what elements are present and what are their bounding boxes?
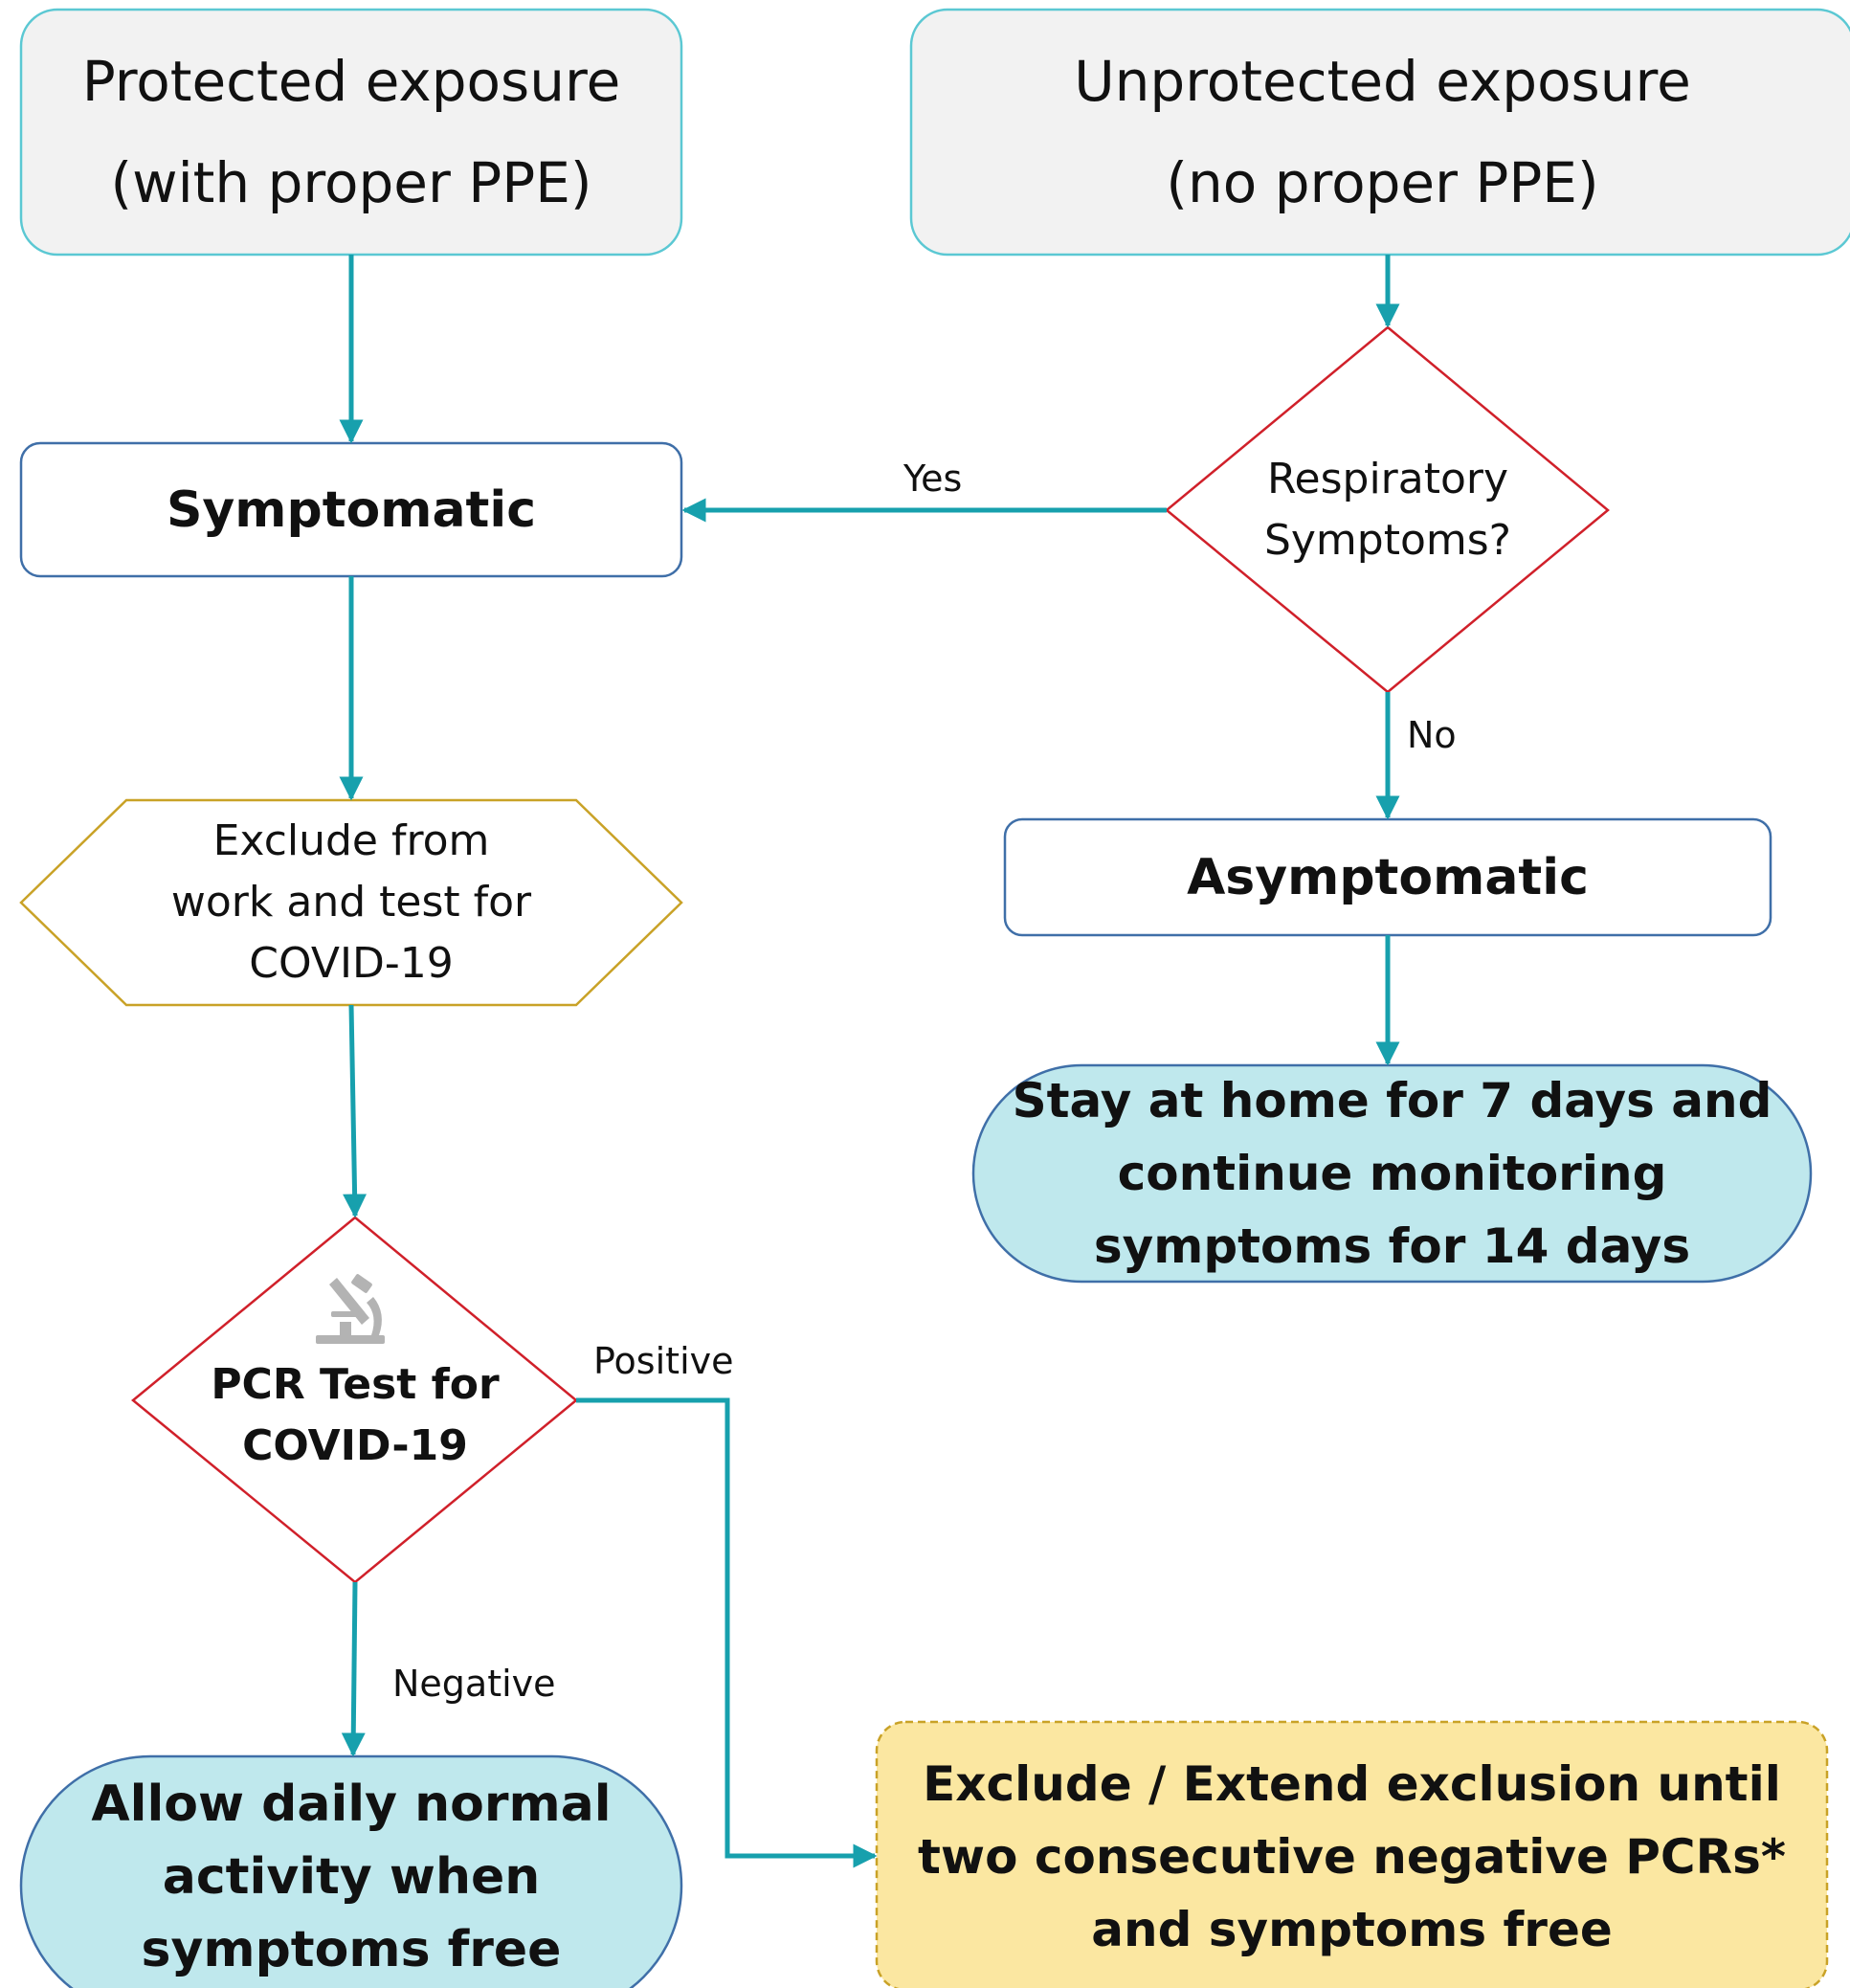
pcr-line-2: COVID-19 (242, 1421, 468, 1470)
respiratory-symptoms-text: Respiratory Symptoms? (1196, 443, 1579, 577)
protected-line-2: (with proper PPE) (110, 150, 592, 215)
extend-line-1: Exclude / Extend exclusion until (923, 1756, 1781, 1812)
exclude-line-2: work and test for (170, 878, 532, 927)
stay-home-text: Stay at home for 7 days and continue mon… (973, 1065, 1811, 1282)
exclude-and-test-text: Exclude from work and test for COVID-19 (126, 800, 576, 1005)
respiratory-line-2: Symptoms? (1263, 516, 1512, 565)
stay-home-line-2: continue monitoring (1117, 1146, 1667, 1201)
allow-line-3: symptoms free (141, 1921, 562, 1978)
extend-line-2: two consecutive negative PCRs* (917, 1829, 1787, 1885)
unprotected-line-1: Unprotected exposure (1074, 49, 1691, 114)
symptomatic-label: Symptomatic (166, 480, 537, 539)
allow-activity-text: Allow daily normal activity when symptom… (21, 1766, 681, 1988)
stay-home-line-1: Stay at home for 7 days and (1012, 1073, 1772, 1128)
exclude-and-test-hexagon (19, 798, 683, 1007)
respiratory-line-1: Respiratory (1266, 455, 1509, 503)
unprotected-exposure-text: Unprotected exposure (no proper PPE) (911, 10, 1850, 255)
pcr-test-text: PCR Test for COVID-19 (191, 1351, 519, 1480)
asymptomatic-label: Asymptomatic (1187, 848, 1589, 906)
edge-label-negative: Negative (392, 1663, 556, 1705)
protected-exposure-text: Protected exposure (with proper PPE) (21, 10, 681, 255)
arrow-exclude-to-pcr (343, 1004, 368, 1218)
extend-exclusion-text: Exclude / Extend exclusion until two con… (877, 1747, 1827, 1967)
unprotected-exposure-box (909, 8, 1850, 257)
exclude-line-3: COVID-19 (249, 939, 454, 988)
pcr-line-1: PCR Test for (211, 1360, 500, 1409)
exclude-line-1: Exclude from (212, 816, 490, 865)
stay-home-line-3: symptoms for 14 days (1093, 1218, 1691, 1274)
arrow-pcr-negative-to-allow (341, 1581, 366, 1757)
asymptomatic-text: Asymptomatic (1005, 819, 1771, 935)
extend-line-3: and symptoms free (1091, 1902, 1613, 1957)
protected-line-1: Protected exposure (81, 49, 621, 114)
microscope-icon (316, 1274, 385, 1344)
symptomatic-text: Symptomatic (21, 443, 681, 576)
extend-exclusion-outcome (875, 1720, 1829, 1988)
unprotected-line-2: (no proper PPE) (1166, 150, 1599, 215)
allow-line-1: Allow daily normal (91, 1776, 612, 1833)
edge-label-yes: Yes (903, 458, 963, 500)
arrow-pcr-positive-to-extend (576, 1397, 878, 1868)
allow-line-2: activity when (162, 1848, 541, 1906)
edge-label-positive: Positive (593, 1340, 734, 1382)
edge-label-no: No (1407, 714, 1457, 756)
